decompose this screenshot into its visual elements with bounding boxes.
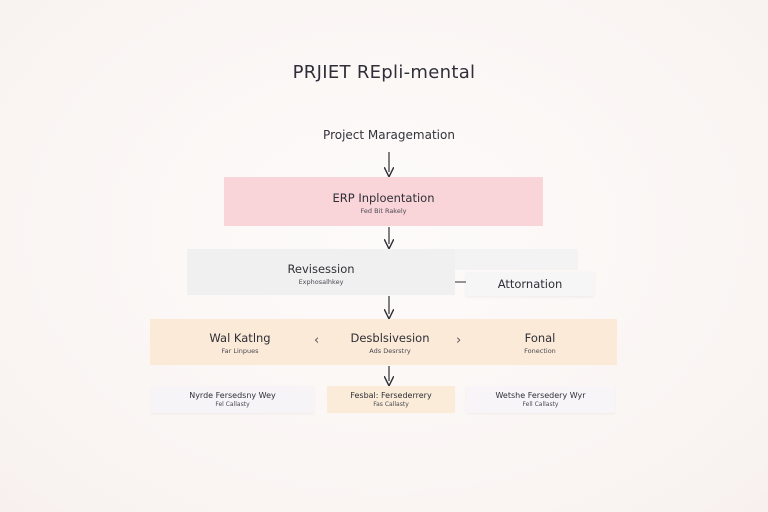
chevron-right-icon: › xyxy=(456,333,462,348)
row-node-middle: Desblsivesion Ads Desrstry xyxy=(330,331,450,355)
erp-node: ERP Inploentation Fed Bit Rakely xyxy=(224,177,543,226)
leaf-node-left-sublabel: Fel Callasty xyxy=(215,401,250,408)
leaf-node-left-label: Nyrde Fersedsny Wey xyxy=(189,391,276,400)
row-node-left: Wal Katlng Far Linpues xyxy=(180,331,300,355)
row-node-middle-sublabel: Ads Desrstry xyxy=(369,347,411,355)
revision-node-label: Revisession xyxy=(287,262,355,276)
leaf-node-left: Nyrde Fersedsny Wey Fel Callasty xyxy=(151,386,314,413)
row-node-right-label: Fonal xyxy=(524,331,556,345)
erp-node-sublabel: Fed Bit Rakely xyxy=(360,207,407,215)
erp-node-label: ERP Inploentation xyxy=(332,191,435,205)
revision-node: Revisession Exphosalhkey xyxy=(187,249,455,295)
alternation-node: Attornation xyxy=(466,272,594,296)
revision-node-sublabel: Exphosalhkey xyxy=(298,278,344,286)
root-node-label: Project Maragemation xyxy=(323,128,455,142)
chevron-left-icon: ‹ xyxy=(314,333,320,348)
row-node-right-sublabel: Fonection xyxy=(524,347,556,355)
alternation-node-label: Attornation xyxy=(497,277,563,291)
process-row: Wal Katlng Far Linpues ‹ Desblsivesion A… xyxy=(150,319,617,365)
leaf-node-right-sublabel: Fell Callasty xyxy=(522,401,559,408)
leaf-node-right-label: Wetshe Fersedery Wyr xyxy=(495,391,586,400)
row-node-right: Fonal Fonection xyxy=(480,331,600,355)
leaf-node-right: Wetshe Fersedery Wyr Fell Callasty xyxy=(466,386,615,413)
leaf-node-middle: Fesbal: Fersederrery Fas Callasty xyxy=(327,386,455,413)
leaf-node-middle-label: Fesbal: Fersederrery xyxy=(350,391,432,400)
row-node-left-sublabel: Far Linpues xyxy=(221,347,259,355)
diagram-title: PRJIET REpli-mental xyxy=(292,62,476,83)
row-node-left-label: Wal Katlng xyxy=(209,331,271,345)
revision-node-extension xyxy=(455,249,578,270)
row-node-middle-label: Desblsivesion xyxy=(350,331,430,345)
leaf-node-middle-sublabel: Fas Callasty xyxy=(373,401,409,408)
